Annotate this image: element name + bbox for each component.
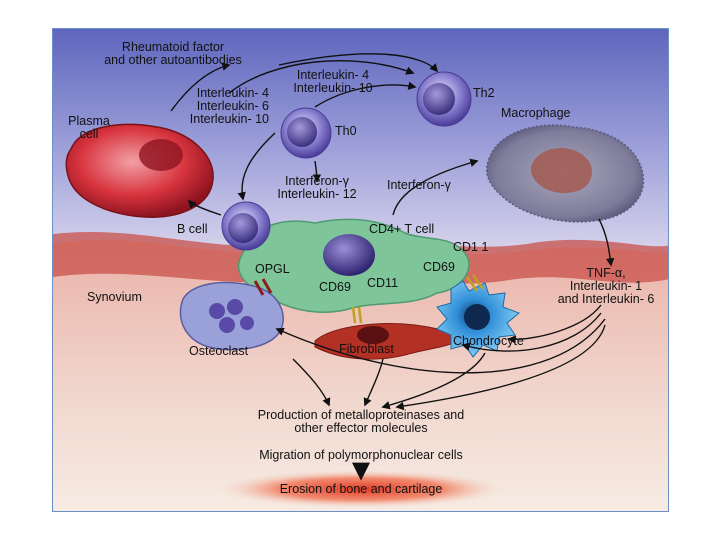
arrow-to-th2 (278, 53, 439, 73)
erosion-glow (211, 469, 511, 509)
arrow-th0-to-ifn (312, 160, 322, 183)
cd69-cd11-receptor (471, 274, 485, 290)
osteoclast-label: Osteoclast (189, 344, 249, 358)
arrow-th0-to-th2 (314, 81, 417, 108)
th2-label: Th2 (473, 86, 495, 100)
fibroblast-nucleus (357, 326, 389, 344)
osteoclast-nucleus (240, 316, 254, 330)
synovium-label: Synovium (87, 290, 142, 304)
cd69-cd11-receptor (351, 306, 357, 324)
cd69-cd11-receptor (465, 276, 479, 292)
arrow-to-fibroblast (461, 312, 602, 352)
interleukin-4-10-label: Interleukin- 4 Interleukin- 10 (293, 68, 373, 95)
osteoclast-nucleus (227, 299, 243, 315)
arrow-macrophage-down (598, 218, 615, 267)
th0-label: Th0 (335, 124, 357, 138)
interleukin-4-6-10-label: Interleukin- 4 Interleukin- 6 Interleuki… (189, 86, 269, 126)
plasma-cell-label: Plasma cell (68, 114, 110, 141)
arrow-th2-to-plasma (228, 60, 415, 94)
interferon-label: Interferon-γ (387, 178, 451, 192)
arrow-b-cell-to-plasma (187, 199, 222, 216)
arrow-plasma-to-autoantibodies (170, 62, 231, 112)
b-cell-nucleus (228, 213, 258, 243)
fibroblast-label: Fibroblast (339, 342, 394, 356)
arrow-to-chondrocyte (507, 304, 602, 344)
migration-label: Migration of polymorphonuclear cells (259, 448, 463, 462)
production-label: Production of metalloproteinases and oth… (257, 408, 465, 435)
chondrocyte-label: Chondrocyte (453, 334, 524, 348)
opgl-receptor (253, 280, 265, 296)
rheumatoid-factor-label: Rheumatoid factor and other autoantibodi… (104, 40, 242, 67)
interferon-il12-label: Interferon-γ Interleukin- 12 (277, 174, 357, 201)
th2-nucleus (423, 83, 455, 115)
diagram-artwork (53, 29, 668, 511)
macrophage-label: Macrophage (501, 106, 571, 120)
th0-nucleus (287, 117, 317, 147)
arrow-fibroblast-to-production (363, 358, 384, 407)
opgl-label: OPGL (255, 262, 290, 276)
osteoclast (179, 281, 284, 351)
cd4-t-cell-label: CD4+ T cell (369, 222, 435, 236)
osteoclast-nucleus (209, 303, 225, 319)
tnf-interleukin-label: TNF-α, Interleukin- 1 and Interleukin- 6 (557, 266, 655, 306)
cd69-cd11-receptor (357, 306, 363, 324)
arrow-to-osteoclast (275, 318, 606, 374)
cd11-right-label: CD1 1 (453, 240, 489, 254)
erosion-label: Erosion of bone and cartilage (279, 482, 443, 496)
osteoclast-nucleus (219, 317, 235, 333)
arrow-th0-to-b-cell (237, 132, 276, 201)
cd69-left-label: CD69 (319, 280, 351, 294)
chondrocyte-nucleus (464, 304, 490, 330)
arrow-to-production-right (395, 324, 606, 411)
cd69-right-label: CD69 (423, 260, 455, 274)
macrophage-nucleus (530, 148, 592, 194)
arrow-osteoclast-to-production (292, 358, 331, 407)
b-cell-label: B cell (177, 222, 208, 236)
t-cell-nucleus (323, 234, 375, 276)
cd11-left-label: CD11 (367, 276, 399, 290)
arrow-t-cell-to-macrophage (392, 158, 479, 216)
arrow-chondrocyte-to-production (381, 352, 486, 410)
opgl-receptor (261, 278, 273, 294)
plasma-cell-nucleus (139, 139, 183, 171)
rheumatoid-arthritis-pathogenesis-diagram: Rheumatoid factor and other autoantibodi… (52, 28, 669, 512)
signal-arrows (170, 53, 615, 481)
